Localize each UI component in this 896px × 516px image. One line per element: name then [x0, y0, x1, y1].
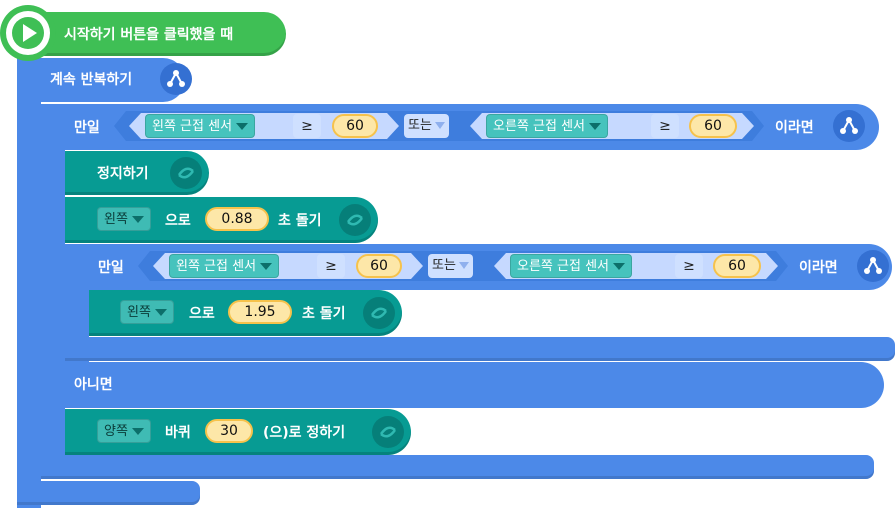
inner-or-dropdown[interactable]: 또는 [428, 254, 473, 278]
inner-then-label: 이라면 [799, 260, 838, 276]
turn-text-a: 으로 [189, 306, 215, 322]
if-else-block-bottom [41, 455, 874, 479]
if-label: 만일 [74, 120, 100, 136]
right-operator[interactable]: ≥ [651, 114, 679, 138]
direction-dropdown[interactable]: 왼쪽 [97, 207, 151, 231]
wheel-side-dropdown[interactable]: 양쪽 [97, 419, 151, 443]
forever-loop-icon [160, 63, 192, 95]
hardware-icon [363, 297, 395, 329]
turn-text-b: 초 돌기 [302, 306, 346, 322]
then-label: 이라면 [775, 120, 814, 136]
or-dropdown[interactable]: 또는 [404, 114, 449, 138]
inner-right-value-input[interactable]: 60 [713, 254, 761, 278]
direction-dropdown[interactable]: 왼쪽 [120, 300, 174, 324]
play-button-icon[interactable] [6, 11, 50, 55]
if-else-block-arm [41, 104, 65, 479]
forever-block-top[interactable] [17, 58, 185, 102]
inner-right-sensor-dropdown[interactable]: 오른쪽 근접 센서 [510, 254, 632, 278]
left-operator[interactable]: ≥ [293, 114, 321, 138]
right-sensor-dropdown[interactable]: 오른쪽 근접 센서 [486, 114, 608, 138]
else-label: 아니면 [74, 377, 113, 393]
turn-text-b: 초 돌기 [278, 213, 322, 229]
left-sensor-dropdown[interactable]: 왼쪽 근접 센서 [145, 114, 256, 138]
if-else-block-middle [41, 362, 884, 408]
hardware-icon [170, 157, 202, 189]
inner-left-value-input[interactable]: 60 [356, 254, 402, 278]
inner-if-label: 만일 [98, 260, 124, 276]
stop-label: 정지하기 [97, 166, 149, 182]
inner-if-block-bottom [65, 337, 895, 361]
start-block-label: 시작하기 버튼을 클릭했을 때 [64, 27, 234, 43]
turn-seconds-input[interactable]: 1.95 [228, 300, 292, 324]
left-value-input[interactable]: 60 [332, 114, 378, 138]
start-block[interactable] [10, 12, 286, 56]
forever-block-arm [17, 58, 41, 508]
inner-left-sensor-dropdown[interactable]: 왼쪽 근접 센서 [169, 254, 280, 278]
turn-text-a: 으로 [165, 213, 191, 229]
hardware-icon [339, 204, 371, 236]
right-value-input[interactable]: 60 [689, 114, 737, 138]
wheel-text-b: (으)로 정하기 [263, 425, 346, 441]
wheel-speed-input[interactable]: 30 [205, 419, 253, 443]
wheel-text-a: 바퀴 [165, 425, 191, 441]
turn-seconds-input[interactable]: 0.88 [205, 207, 269, 231]
forever-block-label: 계속 반복하기 [50, 72, 133, 88]
inner-left-operator[interactable]: ≥ [317, 254, 345, 278]
inner-right-operator[interactable]: ≥ [675, 254, 703, 278]
forever-block-bottom [17, 481, 200, 505]
hardware-icon [372, 416, 404, 448]
if-branch-icon [833, 110, 865, 142]
inner-if-branch-icon [857, 250, 889, 282]
